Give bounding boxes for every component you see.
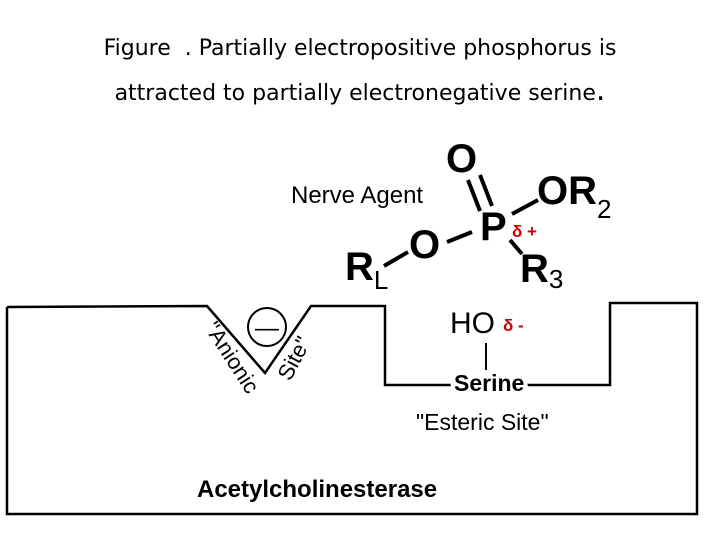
or-group: OR2 (537, 169, 611, 224)
double-bond-right (478, 174, 494, 207)
esteric-site-label: "Esteric Site" (416, 409, 549, 435)
caption-line-1: Figure . Partially electropositive phosp… (0, 28, 720, 70)
bond-p-r3 (508, 238, 524, 256)
phosphorus-atom: P (480, 205, 507, 249)
caption-text-2: attracted to partially electronegative s… (114, 81, 596, 106)
caption-line-2: attracted to partially electronegative s… (0, 70, 720, 115)
or-subscript: 2 (597, 194, 611, 224)
bond-rl-o (382, 250, 410, 268)
leaving-group: RL (345, 245, 388, 295)
enzyme-label: Acetylcholinesterase (197, 476, 437, 503)
phosphorus-partial-charge: δ + (512, 222, 537, 241)
serine-partial-charge: δ - (503, 316, 524, 335)
figure-caption: Figure . Partially electropositive phosp… (0, 28, 720, 115)
r3-group: R3 (520, 247, 563, 294)
caption-period: . (595, 73, 606, 108)
caption-text-1: . Partially electropositive phosphorus i… (184, 36, 617, 61)
bridging-oxygen: O (409, 223, 440, 267)
double-bond-left (466, 179, 482, 212)
enzyme-outline (5, 301, 699, 516)
anionic-charge-circle (247, 307, 287, 347)
bond-o-p (446, 230, 473, 244)
oxygen-top: O (446, 137, 477, 181)
serine-label-text: Serine (454, 370, 524, 396)
serine-hydroxyl: HO (450, 307, 495, 340)
caption-prefix: Figure (103, 36, 171, 61)
bond-p-or2 (511, 198, 539, 216)
r3-subscript: 3 (549, 264, 563, 294)
serine-label: Serine (454, 370, 524, 396)
leaving-group-subscript: L (374, 265, 388, 295)
anionic-charge-symbol: — (255, 315, 279, 342)
nerve-agent-label: Nerve Agent (291, 182, 423, 209)
